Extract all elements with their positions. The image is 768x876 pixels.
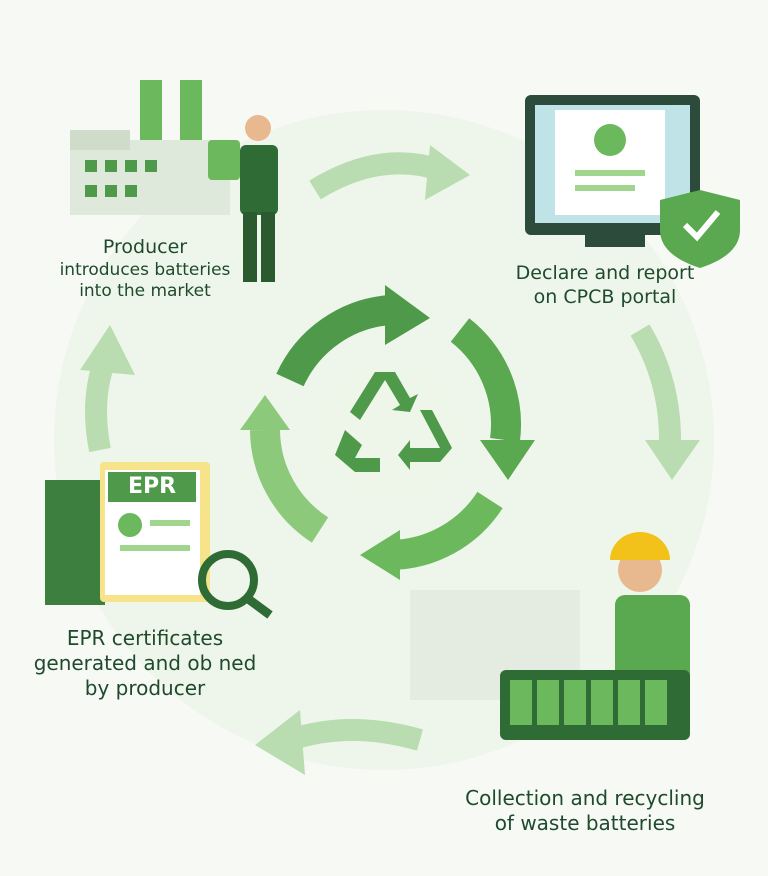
collection-step-label: Collection and recycling of waste batter… <box>440 786 730 836</box>
label-line: on CPCB portal <box>533 285 677 308</box>
label-line: of waste batteries <box>494 811 676 835</box>
label-line: generated and ob ned <box>33 651 257 675</box>
label-line: introduces batteries <box>59 259 231 280</box>
battery-icon <box>208 140 240 180</box>
producer-person <box>208 115 278 282</box>
magnifier-icon <box>198 550 258 610</box>
epr-badge-text: EPR <box>127 474 177 499</box>
flow-arrow-left <box>80 325 135 453</box>
flow-arrow-bottom <box>255 710 424 775</box>
label-line: EPR certificates <box>66 626 224 650</box>
label-line: Declare and report <box>515 262 695 284</box>
producer-step-label: Producer introduces batteries into the m… <box>40 236 250 302</box>
cpcb-portal-monitor <box>525 95 740 268</box>
flow-arrow-right <box>630 324 700 480</box>
label-line: Collection and recycling <box>465 786 705 810</box>
epr-step-label: EPR certificates generated and ob ned by… <box>10 626 280 701</box>
label-line: by producer <box>84 676 206 700</box>
factory-illustration <box>70 80 230 215</box>
recycle-icon <box>335 372 452 472</box>
flow-arrow-top <box>309 145 470 200</box>
epr-certificates-illustration <box>45 462 273 619</box>
epr-badge <box>108 472 196 502</box>
recycling-worker <box>410 532 690 740</box>
label-line: into the market <box>79 281 211 301</box>
declare-step-label: Declare and report on CPCB portal <box>480 262 730 310</box>
label-line: Producer <box>102 236 188 258</box>
central-cycle-arrows <box>240 285 535 580</box>
